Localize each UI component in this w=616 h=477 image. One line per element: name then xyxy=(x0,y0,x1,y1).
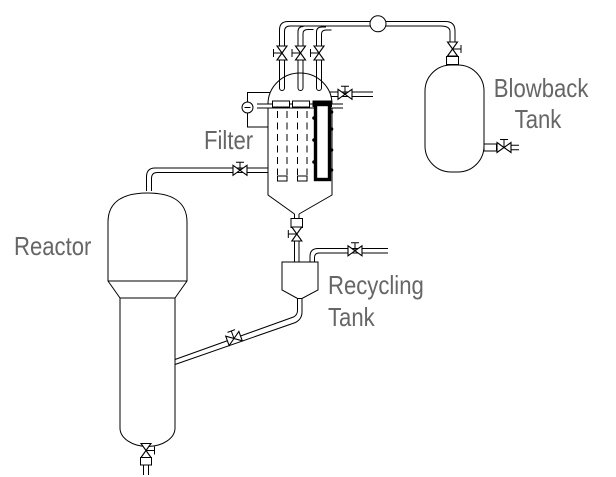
blowback-tank-vessel xyxy=(424,64,485,173)
filter-dome xyxy=(267,72,333,105)
pipe-recycling-inlet xyxy=(309,248,388,262)
reactor-label: Reactor xyxy=(14,231,92,261)
recycling-tank-label-line2: Tank xyxy=(328,302,375,332)
recycling-tank-label: Recycling Tank xyxy=(328,269,424,333)
filter-label: Filter xyxy=(204,125,254,155)
valve-filter-purge xyxy=(337,85,353,100)
filter-body xyxy=(267,108,333,215)
valve-recycle-line xyxy=(224,328,243,347)
valve-riser-1 xyxy=(272,45,288,61)
blowback-tank-label-line2: Tank xyxy=(514,104,562,134)
blowback-tank-label-line1: Blowback xyxy=(493,73,589,103)
pipe-reactor-to-filter xyxy=(146,167,268,191)
valve-riser-3 xyxy=(309,45,325,61)
reactor-vessel xyxy=(107,192,188,447)
pipe-blowback-inlet xyxy=(446,55,459,65)
valve-riser-2 xyxy=(291,45,307,61)
filter-candle-caked xyxy=(312,102,334,182)
blowback-tank-label: Blowback Tank xyxy=(493,73,589,135)
inline-fitting-circle xyxy=(369,15,387,33)
pipe-recycle-to-reactor xyxy=(174,298,303,365)
pressure-gauge-icon xyxy=(241,92,271,128)
pipe-filter-to-blowback-header xyxy=(279,21,456,46)
valve-blowback-inlet xyxy=(446,41,462,57)
filter-candle-2 xyxy=(297,111,308,182)
valve-recycling-inlet xyxy=(347,242,363,257)
filter-vessel xyxy=(257,72,343,215)
valve-filter-discharge xyxy=(287,226,303,242)
valve-filter-feed xyxy=(232,161,248,176)
valve-blowback-drain xyxy=(496,138,512,154)
filter-riser-tubes xyxy=(279,60,322,91)
filter-candle-1 xyxy=(277,111,288,182)
pipe-reactor-drain xyxy=(140,457,152,475)
recycling-tank-vessel xyxy=(281,261,319,299)
recycling-tank-label-line1: Recycling xyxy=(328,270,424,300)
